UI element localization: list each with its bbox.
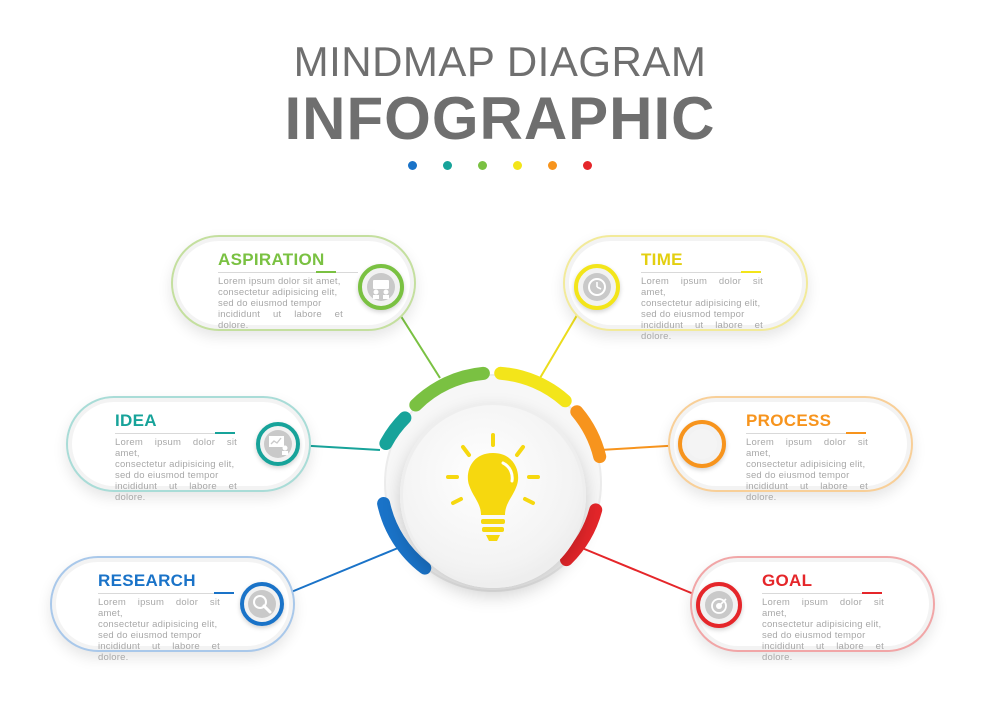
node-process bbox=[678, 420, 726, 468]
ring-segment-blue bbox=[377, 497, 432, 575]
target-icon bbox=[705, 591, 733, 619]
ring-segment-teal bbox=[379, 411, 412, 450]
time-divider bbox=[641, 272, 761, 273]
node-research bbox=[240, 582, 284, 626]
goal-divider bbox=[762, 593, 882, 594]
idea-underline bbox=[215, 432, 235, 434]
ring-segment-red bbox=[560, 503, 603, 567]
dot-yellow bbox=[513, 161, 522, 170]
dot-teal bbox=[443, 161, 452, 170]
color-dots bbox=[0, 157, 1000, 175]
hub-circle bbox=[400, 402, 586, 588]
time-description: Lorem ipsum dolor sit amet, consectetur … bbox=[641, 276, 763, 342]
title-line-2: INFOGRAPHIC bbox=[284, 85, 716, 152]
process-title: PROCESS bbox=[746, 411, 832, 430]
time-title: TIME bbox=[641, 250, 683, 269]
goal-underline bbox=[862, 592, 882, 594]
goal-title: GOAL bbox=[762, 571, 813, 590]
process-description: Lorem ipsum dolor sit amet, consectetur … bbox=[746, 437, 868, 503]
circle-icon bbox=[687, 429, 717, 459]
time-underline bbox=[741, 271, 761, 273]
ring-segment-green bbox=[409, 366, 490, 412]
ring-segment-orange bbox=[570, 405, 607, 464]
process-divider bbox=[746, 433, 866, 434]
aspiration-underline bbox=[316, 271, 336, 273]
title-line-1: MINDMAP DIAGRAM bbox=[293, 38, 707, 85]
research-underline bbox=[214, 592, 234, 594]
research-title: RESEARCH bbox=[98, 571, 196, 590]
dot-red bbox=[583, 161, 592, 170]
process-underline bbox=[846, 432, 866, 434]
node-aspiration bbox=[358, 264, 404, 310]
idea-description: Lorem ipsum dolor sit amet, consectetur … bbox=[115, 437, 237, 503]
node-time bbox=[574, 264, 620, 310]
aspiration-description: Lorem ipsum dolor sit amet, consectetur … bbox=[218, 276, 343, 331]
node-goal bbox=[696, 582, 742, 628]
research-divider bbox=[98, 593, 234, 594]
clock-icon bbox=[583, 273, 611, 301]
presentation-icon bbox=[264, 430, 292, 458]
card-idea: IDEA Lorem ipsum dolor sit amet, consect… bbox=[66, 396, 311, 503]
dot-orange bbox=[548, 161, 557, 170]
research-description: Lorem ipsum dolor sit amet, consectetur … bbox=[98, 597, 220, 663]
dot-green bbox=[478, 161, 487, 170]
goal-description: Lorem ipsum dolor sit amet, consectetur … bbox=[762, 597, 884, 663]
dot-blue bbox=[408, 161, 417, 170]
magnifier-icon bbox=[248, 590, 276, 618]
idea-title: IDEA bbox=[115, 411, 157, 430]
idea-divider bbox=[115, 433, 235, 434]
lightbulb-icon bbox=[446, 433, 540, 541]
node-idea bbox=[256, 422, 300, 466]
teamwork-icon bbox=[367, 273, 395, 301]
aspiration-title: ASPIRATION bbox=[218, 250, 325, 269]
ring-segment-yellow bbox=[494, 366, 572, 408]
aspiration-divider bbox=[218, 272, 358, 273]
